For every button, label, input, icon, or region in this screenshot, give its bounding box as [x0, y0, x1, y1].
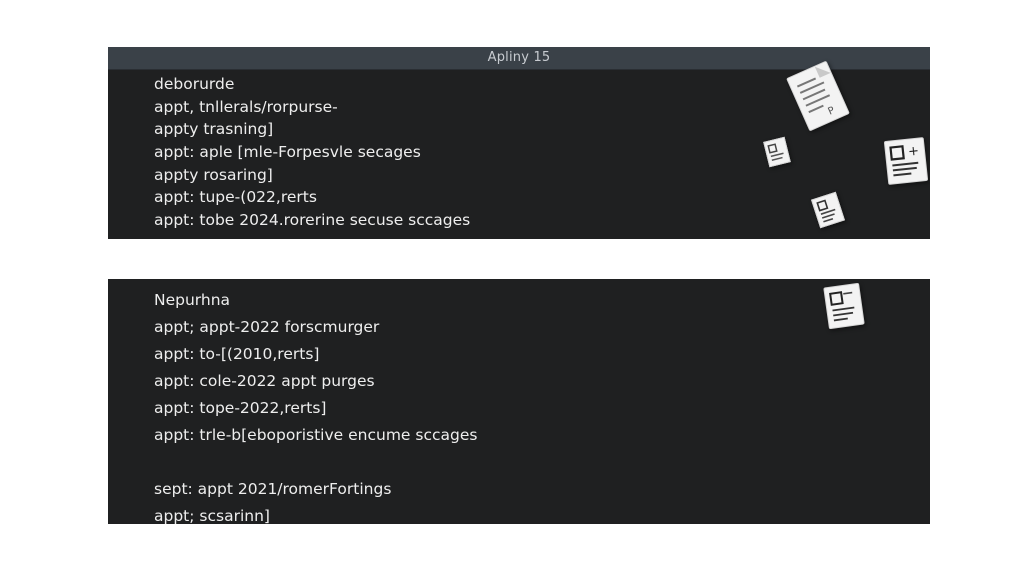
document-icon: [811, 191, 845, 229]
terminal-output: deborurde appt, tnllerals/rorpurse- appt…: [154, 73, 790, 232]
blank-line: [154, 449, 790, 476]
terminal-line: appt: tope-2022,rerts]: [154, 399, 327, 417]
terminal-line: appt: to-[(2010,rerts]: [154, 345, 320, 363]
terminal-line: sept: appt 2021/romerFortings: [154, 480, 392, 498]
terminal-line: appt, tnllerals/rorpurse-: [154, 97, 338, 116]
terminal-line: appt: trle-b[eboporistive encume sccages: [154, 426, 478, 444]
terminal-line: appty trasning]: [154, 120, 274, 139]
terminal-line: Nepurhna: [154, 291, 231, 309]
document-icon: +: [883, 137, 929, 185]
terminal-line: appt; appt-2022 forscmurger: [154, 318, 380, 336]
terminal-line: appt: tobe 2024.rorerine secuse sccages: [154, 211, 471, 230]
terminal-line: appt: tupe-(022,rerts: [154, 188, 317, 207]
terminal-window-bottom[interactable]: Nepurhna appt; appt-2022 forscmurger app…: [108, 279, 930, 524]
terminal-line: appt: aple [mle-Forpesvle secages: [154, 143, 421, 162]
terminal-line: deborurde: [154, 75, 235, 93]
svg-text:+: +: [907, 144, 919, 160]
window-title: Apliny 15: [108, 47, 930, 70]
document-icon: [823, 282, 865, 330]
terminal-line: appt: cole-2022 appt purges: [154, 372, 375, 390]
terminal-window-top[interactable]: Apliny 15 deborurde appt, tnllerals/rorp…: [108, 47, 930, 239]
terminal-line: appty rosaring]: [154, 165, 273, 184]
document-icon: P: [786, 60, 850, 132]
terminal-output: Nepurhna appt; appt-2022 forscmurger app…: [154, 287, 790, 524]
document-icon: [763, 136, 791, 168]
svg-text:P: P: [826, 105, 836, 118]
terminal-line: appt; scsarinn]: [154, 507, 270, 524]
